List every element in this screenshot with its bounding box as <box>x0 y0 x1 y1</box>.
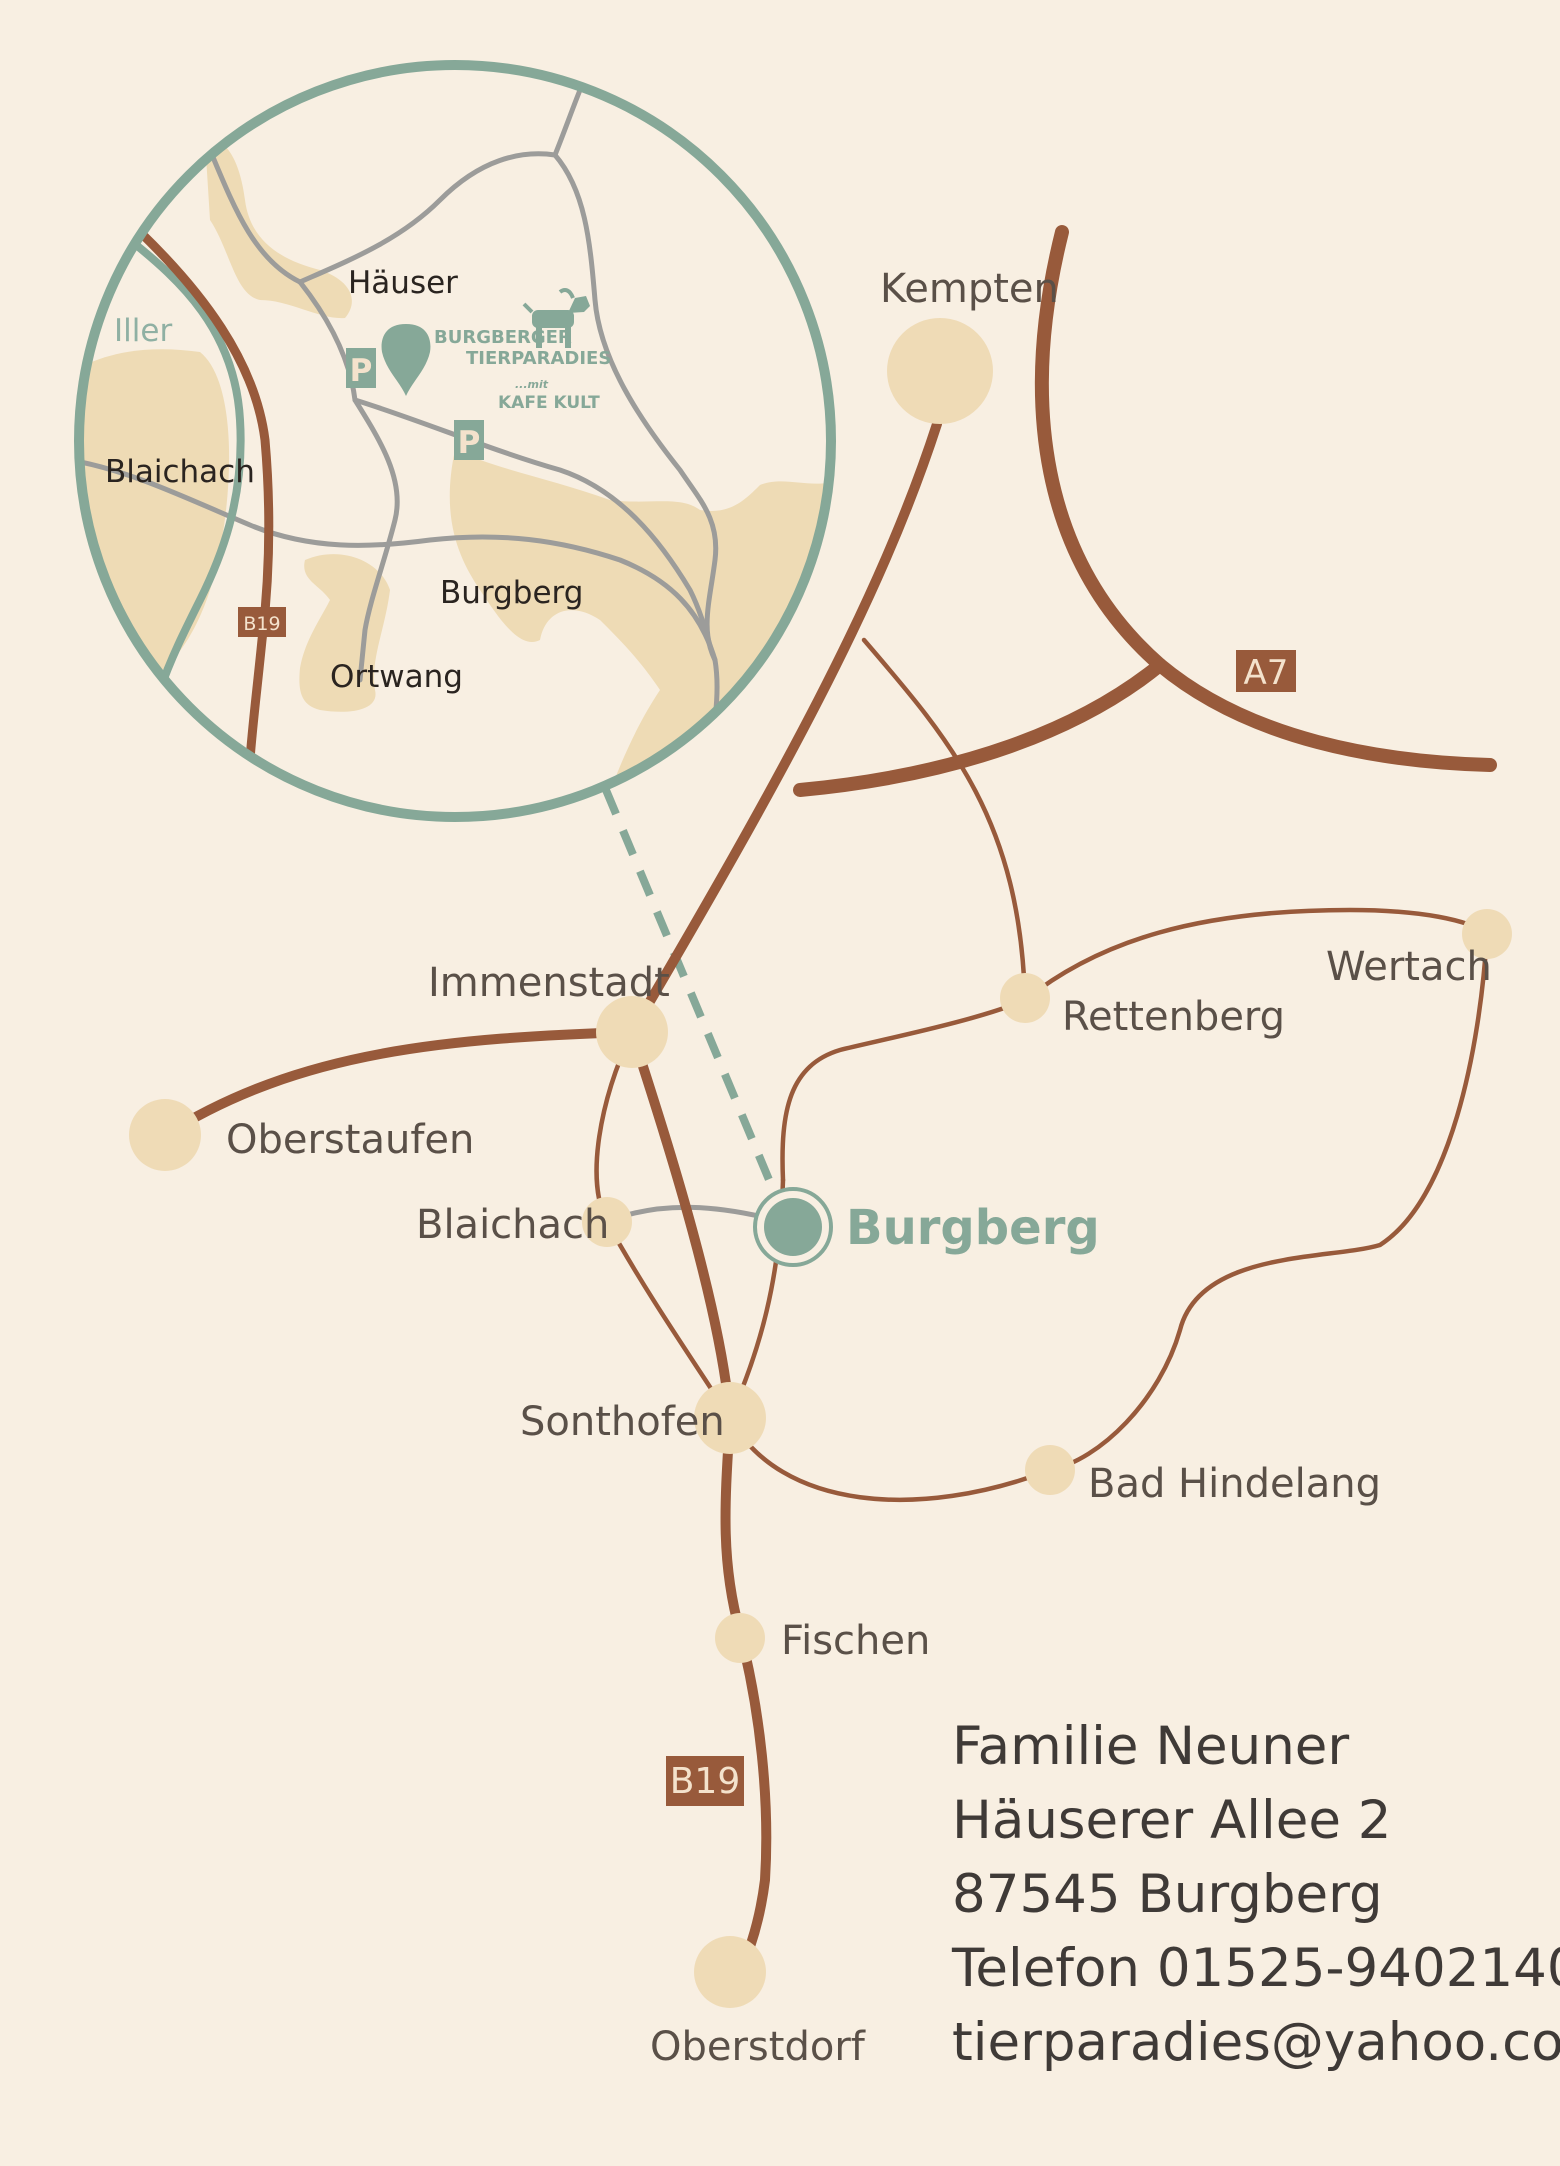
town-dot-kempten <box>887 318 993 424</box>
inset-label-iller: Iller <box>114 313 172 349</box>
logo-line-4: KAFE KULT <box>498 393 600 413</box>
logo-line-3: ...mit <box>515 378 549 391</box>
location-pin-icon <box>381 324 431 396</box>
label-burgberg-highlight: Burgberg <box>846 1200 1100 1256</box>
label-wertach: Wertach <box>1326 944 1492 990</box>
inset-label-burgberg: Burgberg <box>440 575 583 611</box>
inset-b19-road <box>136 228 274 761</box>
a7-label: A7 <box>1244 653 1289 693</box>
label-oberstdorf: Oberstdorf <box>650 2024 866 2070</box>
label-kempten: Kempten <box>880 266 1059 312</box>
b19-badge <box>666 1756 744 1806</box>
town-dot-oberstdorf <box>694 1936 766 2008</box>
label-sonthofen: Sonthofen <box>520 1399 725 1445</box>
inset-label-blaichach: Blaichach <box>105 454 255 490</box>
label-bad-hindelang: Bad Hindelang <box>1088 1461 1381 1507</box>
b19-label: B19 <box>670 1761 741 1802</box>
inset-label-ortwang: Ortwang <box>330 659 463 695</box>
label-fischen: Fischen <box>781 1618 930 1664</box>
label-immenstadt: Immenstadt <box>428 960 670 1006</box>
town-dots <box>129 318 1512 2008</box>
address-street: Häuserer Allee 2 <box>952 1790 1392 1851</box>
inset-b19-label: B19 <box>243 613 280 635</box>
town-dot-immenstadt <box>596 996 668 1068</box>
label-oberstaufen: Oberstaufen <box>226 1117 474 1163</box>
parking-icon: P <box>346 348 376 389</box>
overview-main-roads <box>160 225 1497 1977</box>
address-phone: Telefon 01525-9402140 <box>952 1938 1560 1999</box>
burgberg-marker <box>753 1187 833 1267</box>
town-dot-sonthofen <box>694 1382 766 1454</box>
svg-text:P: P <box>458 425 481 461</box>
svg-text:P: P <box>350 353 373 389</box>
a7-badge <box>1236 650 1296 692</box>
town-dot-bad-hindelang <box>1025 1445 1075 1495</box>
town-dot-fischen <box>715 1613 765 1663</box>
inset-map: B19 P P BURGBERGER TIERPARA <box>74 60 836 822</box>
town-dot-blaichach <box>582 1197 632 1247</box>
land-area-south <box>299 554 390 712</box>
town-dot-rettenberg <box>1000 973 1050 1023</box>
overview-minor-roads <box>594 637 1490 1503</box>
inset-b19-badge <box>238 607 286 637</box>
logo-line-2: TIERPARADIES <box>466 348 611 369</box>
inset-label-haeuser: Häuser <box>348 265 458 301</box>
logo-line-1: BURGBERGER <box>434 327 572 348</box>
address-block: Familie Neuner Häuserer Allee 2 87545 Bu… <box>952 1710 1560 2080</box>
label-rettenberg: Rettenberg <box>1062 994 1285 1040</box>
address-city: 87545 Burgberg <box>952 1864 1383 1925</box>
iller-river <box>127 236 245 692</box>
inset-connector <box>602 788 789 1220</box>
town-dot-wertach <box>1462 909 1512 959</box>
parking-icon: P <box>454 420 484 461</box>
inset-border <box>74 60 836 822</box>
address-email: tierparadies@yahoo.com <box>952 2012 1560 2073</box>
address-name: Familie Neuner <box>952 1716 1350 1777</box>
label-blaichach: Blaichach <box>416 1202 609 1248</box>
goat-icon <box>522 288 590 348</box>
town-dot-oberstaufen <box>129 1099 201 1171</box>
